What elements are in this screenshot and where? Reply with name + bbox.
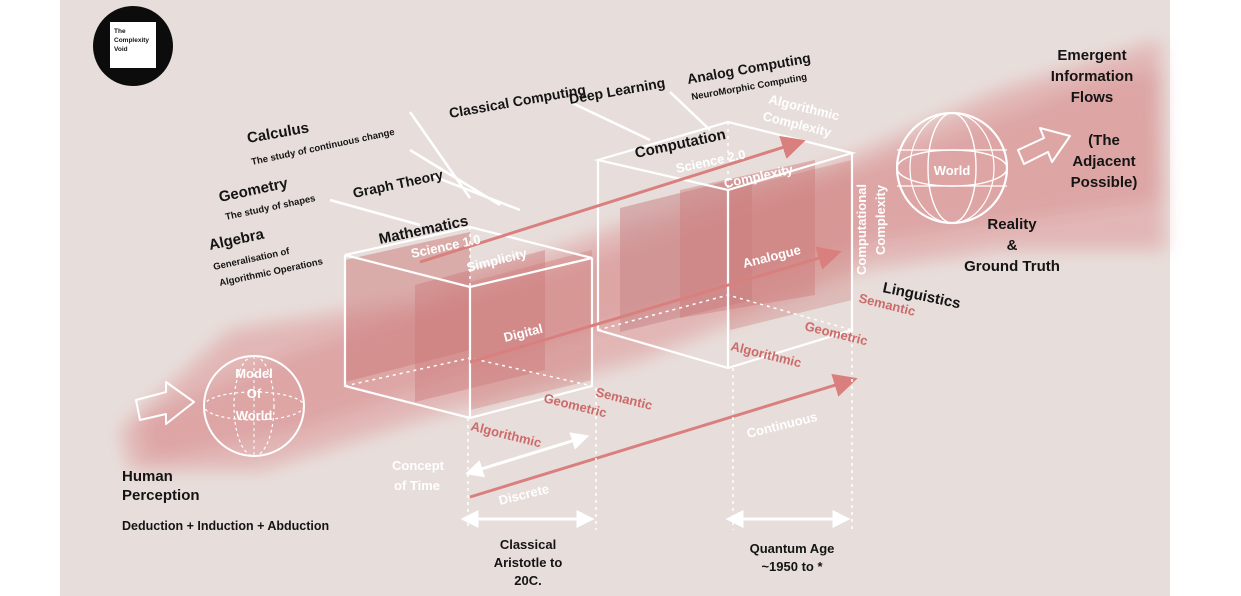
emergent-flows-label-1: Emergent [1057,47,1126,64]
logo-text-3: Void [114,46,128,53]
box2-panel-3 [730,160,852,330]
classical-age-label-2: Aristotle to [494,555,563,570]
human-perception-label-1: Human [122,468,173,485]
emergent-flows-label-3: Flows [1071,89,1114,106]
emergent-flows-label-2: Information [1051,68,1134,85]
model-of-world-label-3: World [236,408,273,423]
logo-text-2: Complexity [114,37,149,44]
box2-panel-2 [680,160,815,318]
world-globe [895,111,1009,225]
complexity-void-logo: The Complexity Void [93,6,173,86]
box1-panel-1 [345,232,470,382]
logo-text-1: The [114,28,126,35]
arrow-digital-to-analogue [469,246,842,364]
reality-label-3: Ground Truth [964,258,1060,275]
adjacent-possible-label-1: (The [1088,132,1120,149]
quantum-age-label-2: ~1950 to * [761,559,823,574]
arrow-simplicity-to-complexity [419,135,806,264]
adjacent-possible-label-3: Possible) [1071,174,1138,191]
arrow-discrete-to-continuous [469,373,858,499]
model-of-world-label-2: Of [247,386,262,401]
concept-of-time-label-2: of Time [394,478,440,493]
box2-panel-1 [620,175,752,332]
classical-age-label-1: Classical [500,537,556,552]
computational-complexity-label-1: Computational [854,184,869,275]
computation-box [593,120,857,370]
computational-complexity-label-2: Complexity [873,184,888,255]
time-range-markers [460,330,853,530]
reasoning-modes-label: Deduction + Induction + Abduction [122,519,329,533]
box1-panel-3 [470,250,592,410]
mathematics-box [343,225,594,420]
concept-of-time-arrow [465,432,590,478]
concept-of-time-label-1: Concept [392,458,445,473]
world-label: World [934,163,971,178]
human-perception-label-2: Perception [122,487,200,504]
classical-age-label-3: 20C. [514,573,541,588]
reality-label-2: & [1007,237,1018,254]
quantum-age-label-1: Quantum Age [750,541,835,556]
box1-panel-2 [415,250,545,402]
model-of-world-label-1: Model [235,366,273,381]
perception-arrow-icon [135,381,195,425]
emergent-flow-arrow-icon [1017,127,1071,165]
model-of-world-globe [203,355,305,457]
leader-lines [329,91,711,227]
adjacent-possible-label-2: Adjacent [1072,153,1135,170]
reality-label-1: Reality [987,216,1037,233]
flow-arrows [419,135,858,499]
